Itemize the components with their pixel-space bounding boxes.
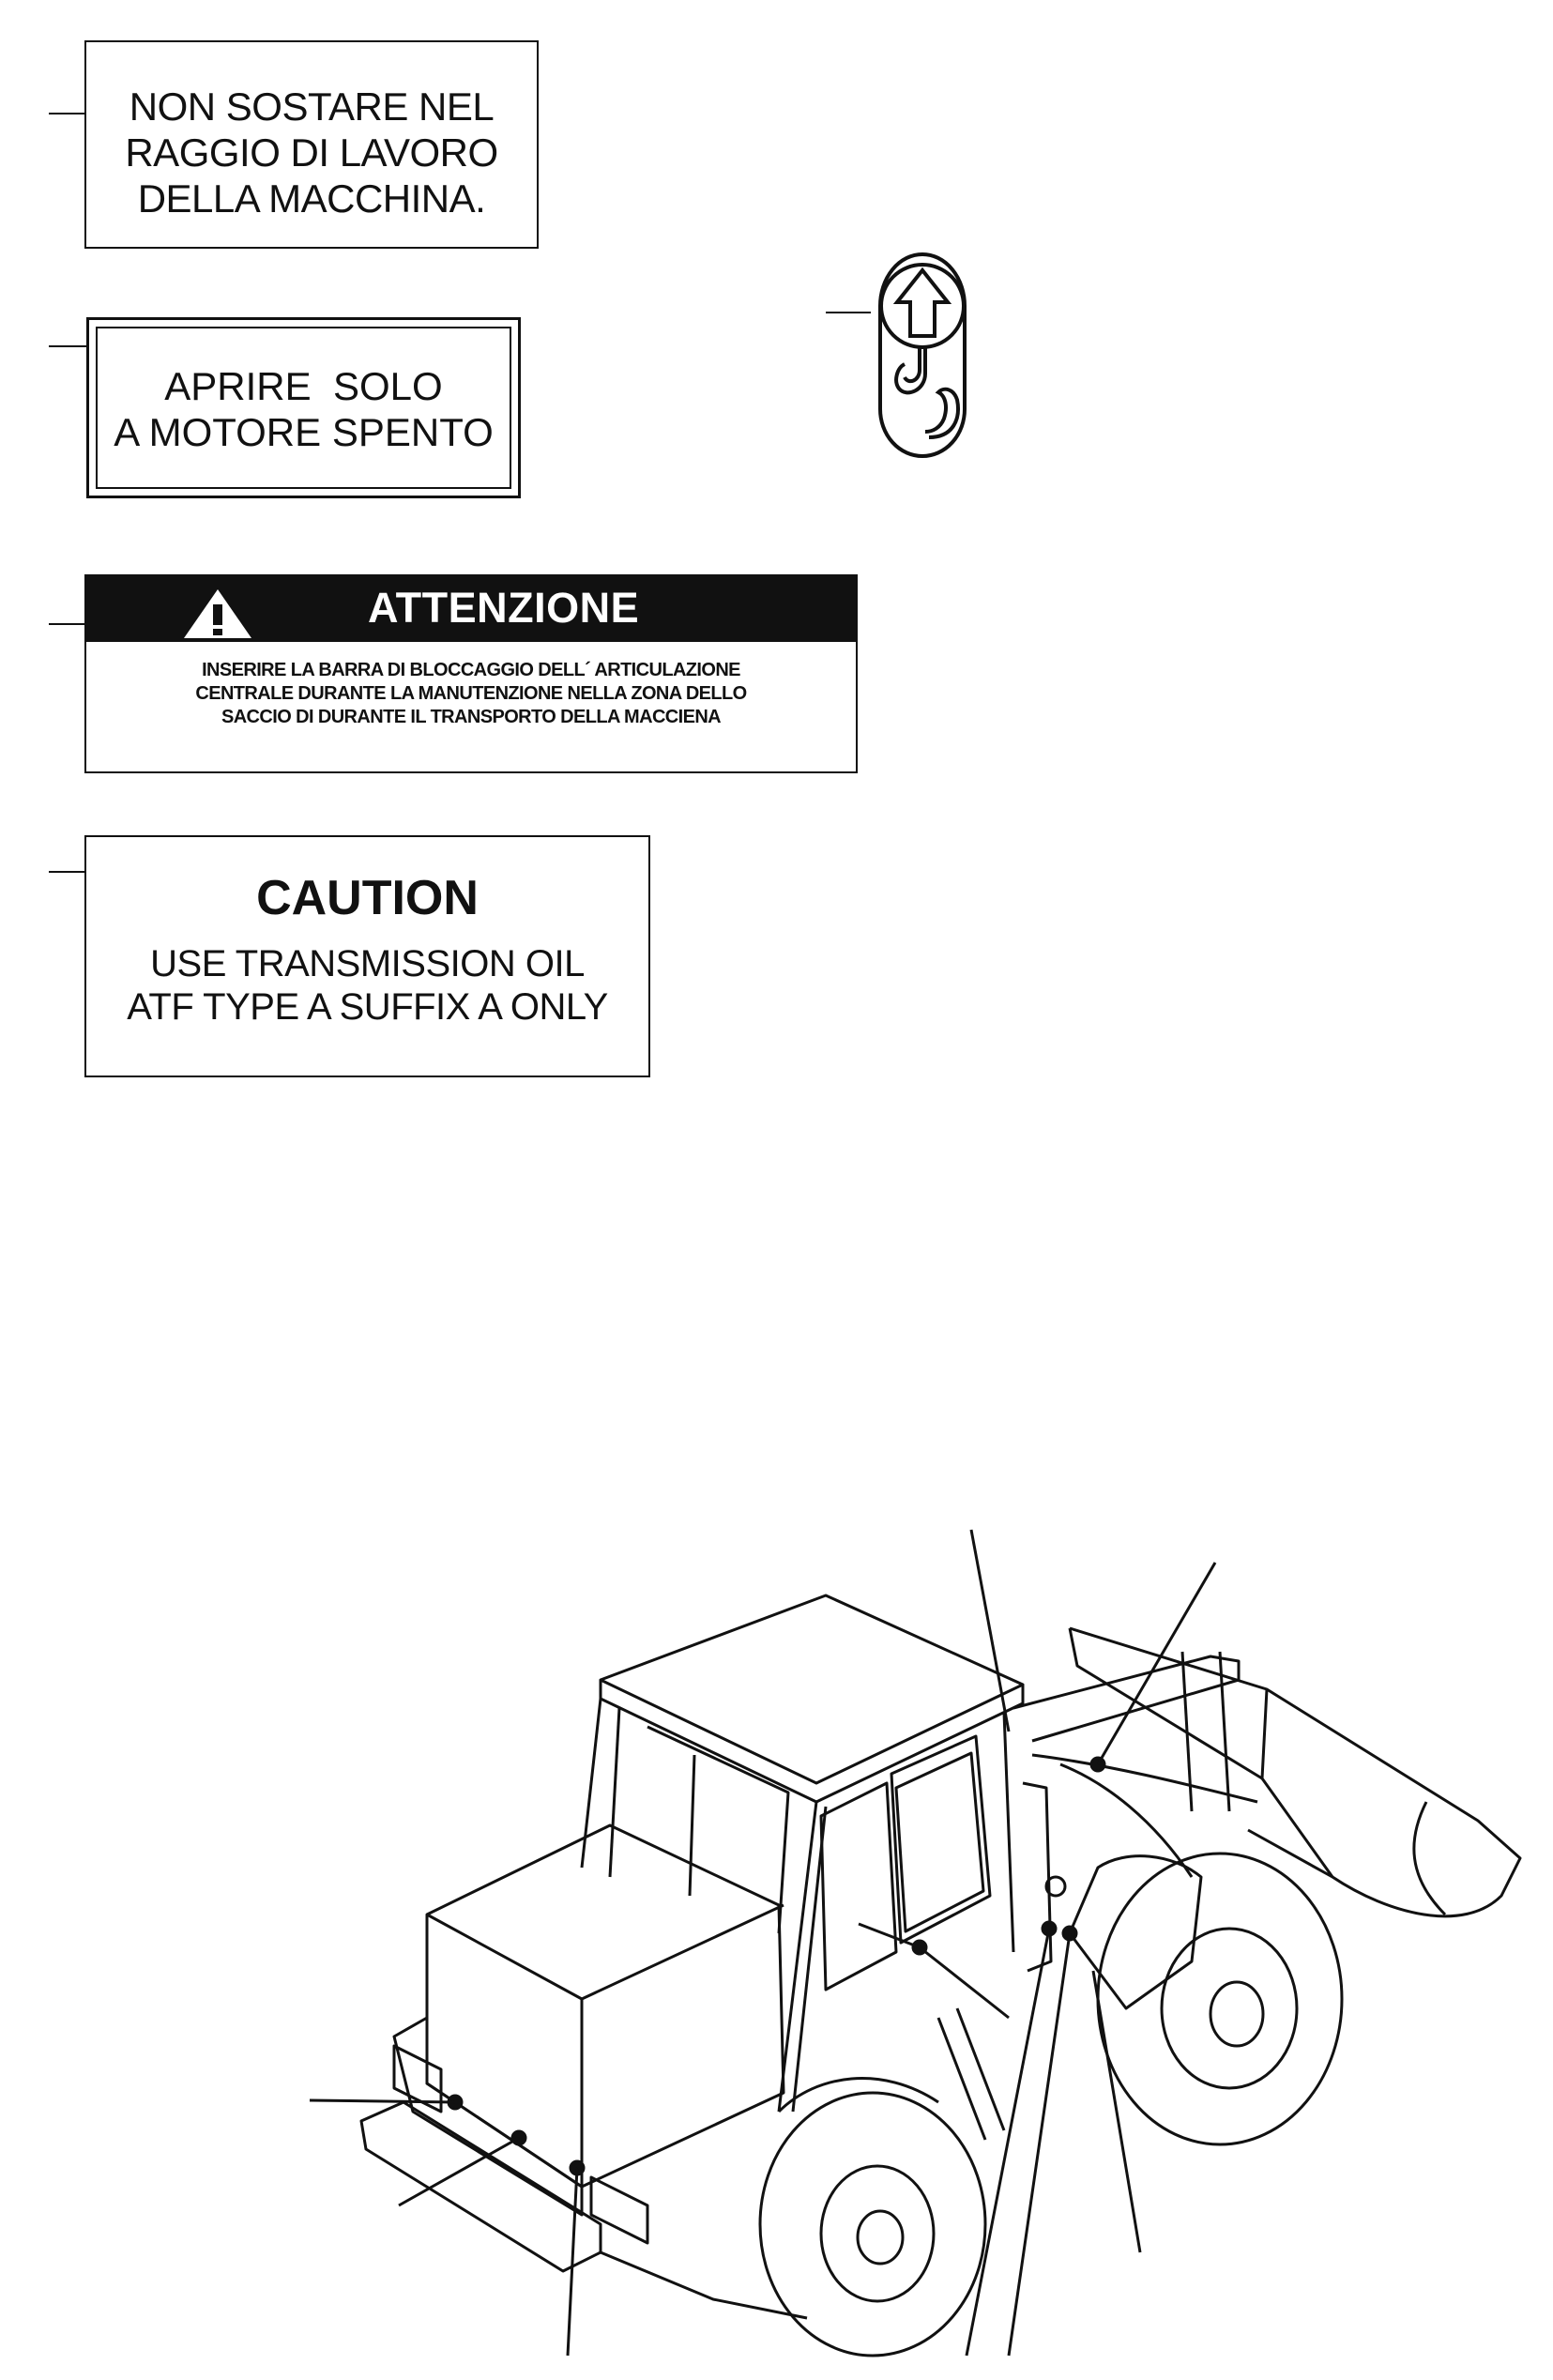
decal-text-line: APRIRE SOLO: [164, 364, 443, 408]
warning-triangle-icon: [184, 589, 251, 638]
decal-text-line: NON SOSTARE NEL: [129, 84, 495, 129]
decal-text-line: INSERIRE LA BARRA DI BLOCCAGGIO DELL´ AR…: [202, 660, 740, 680]
wheel-loader-icon: [309, 1529, 1522, 2357]
decal-caution-title: CAUTION: [256, 871, 479, 925]
decal-caution: CAUTION USE TRANSMISSION OIL ATF TYPE A …: [84, 835, 650, 1077]
decal-text-line: ATF TYPE A SUFFIX A ONLY: [127, 986, 608, 1028]
decal-engine-off: APRIRE SOLO A MOTORE SPENTO: [86, 317, 521, 498]
lifting-hook-arrow-icon: [878, 252, 967, 458]
decal-text-line: SACCIO DI DURANTE IL TRANSPORTO DELLA MA…: [221, 707, 722, 727]
decal-text-line: USE TRANSMISSION OIL: [150, 943, 585, 984]
leader-tick: [826, 312, 871, 313]
decal-attention-body: INSERIRE LA BARRA DI BLOCCAGGIO DELL´ AR…: [86, 642, 856, 729]
decal-attention: ATTENZIONE INSERIRE LA BARRA DI BLOCCAGG…: [84, 574, 858, 773]
decal-no-standing: NON SOSTARE NEL RAGGIO DI LAVORO DELLA M…: [84, 40, 539, 249]
leader-tick: [49, 623, 86, 625]
leader-tick: [49, 345, 86, 347]
decal-text-line: DELLA MACCHINA.: [137, 176, 486, 221]
decal-attention-title: ATTENZIONE: [368, 584, 640, 632]
decal-text-line: RAGGIO DI LAVORO: [125, 130, 498, 175]
decal-text-line: CENTRALE DURANTE LA MANUTENZIONE NELLA Z…: [195, 683, 747, 704]
leader-tick: [49, 113, 86, 114]
decal-inner-frame: APRIRE SOLO A MOTORE SPENTO: [96, 327, 511, 489]
decal-text-line: A MOTORE SPENTO: [114, 410, 494, 454]
decal-attention-header: ATTENZIONE: [86, 576, 856, 642]
leader-tick: [49, 871, 86, 873]
decal-caution-body: USE TRANSMISSION OIL ATF TYPE A SUFFIX A…: [86, 942, 648, 1029]
